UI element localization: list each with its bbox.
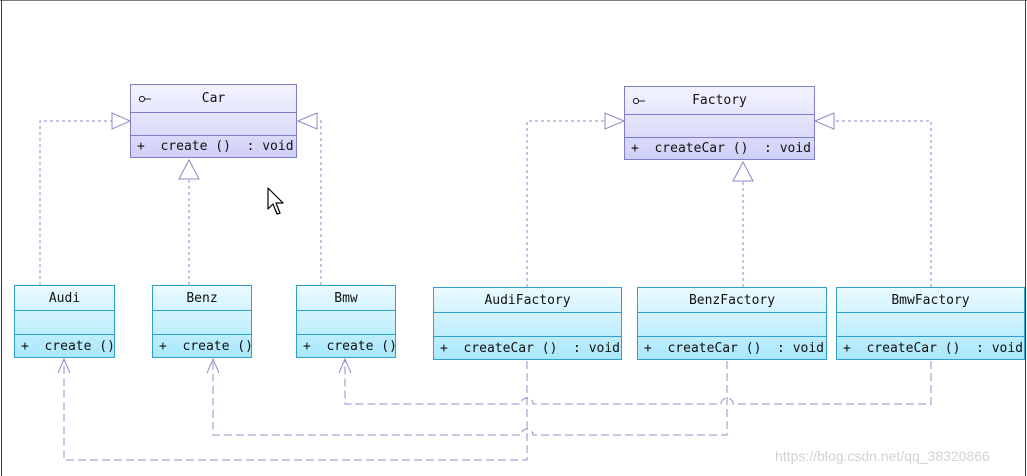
- audi-operation: + create (): [21, 338, 115, 354]
- realization-audifactory-factory: [526, 120, 605, 287]
- realization-bmwfactory-factory: [834, 120, 932, 287]
- dependency-audifactory-audi: [63, 359, 528, 461]
- realization-audi-car: [39, 120, 112, 285]
- watermark-text: https://blog.csdn.net/qq_38320866: [775, 448, 990, 464]
- bmw-class-name: Bmw: [334, 290, 358, 306]
- open-arrow-benz: [206, 357, 220, 374]
- interface-lollipop-icon: [138, 95, 151, 102]
- factory-operation: + createCar () : void: [631, 141, 812, 156]
- arrowhead-benzfactory-factory: [732, 160, 754, 182]
- factory-attributes-section: [625, 115, 814, 138]
- benzfactory-class-name: BenzFactory: [688, 292, 776, 308]
- dependency-bmwfactory-bmw: [344, 359, 932, 405]
- benz-class-name: Benz: [186, 290, 218, 306]
- bmwfactory-operation: + createCar () : void: [843, 340, 1024, 356]
- window-top-border: [0, 0, 1027, 1]
- bmw-operation: + create (): [303, 338, 397, 354]
- bmw-attributes-section: [297, 311, 395, 335]
- benzfactory-class-box[interactable]: BenzFactory + createCar () : void: [637, 287, 827, 360]
- arrowhead-benz-car: [178, 158, 200, 180]
- audifactory-attributes-section: [434, 313, 621, 337]
- car-attributes-section: [131, 113, 296, 136]
- benz-class-box[interactable]: Benz + create (): [152, 285, 253, 358]
- open-arrow-bmw: [338, 357, 352, 374]
- benz-attributes-section: [153, 311, 251, 335]
- car-interface-box[interactable]: Car + create () : void: [130, 84, 297, 158]
- dependency-arrowheads: [57, 357, 352, 374]
- audi-class-name: Audi: [48, 290, 81, 306]
- arrowhead-bmw-car: [296, 112, 318, 130]
- bmwfactory-class-box[interactable]: BmwFactory + createCar () : void: [836, 287, 1025, 360]
- factory-interface-name: Factory: [692, 93, 747, 108]
- audifactory-class-box[interactable]: AudiFactory + createCar () : void: [433, 287, 622, 360]
- realization-arrowheads: [111, 112, 835, 182]
- realization-bmw-car: [317, 120, 322, 285]
- bmwfactory-attributes-section: [837, 313, 1024, 337]
- audi-class-box[interactable]: Audi + create (): [14, 285, 115, 358]
- audifactory-operation: + createCar () : void: [440, 340, 621, 356]
- realization-arrows: [39, 120, 932, 287]
- car-interface-name: Car: [201, 91, 226, 106]
- open-arrow-audi: [57, 357, 71, 374]
- window-left-border: [1, 0, 2, 476]
- benzfactory-operation: + createCar () : void: [644, 340, 825, 356]
- benzfactory-attributes-section: [638, 313, 826, 337]
- factory-interface-box[interactable]: Factory + createCar () : void: [624, 86, 815, 160]
- arrowhead-bmwfactory-factory: [813, 112, 835, 130]
- dependency-benzfactory-benz: [212, 359, 728, 436]
- arrowhead-audi-car: [111, 112, 132, 130]
- interface-lollipop-icon: [632, 97, 645, 104]
- window-right-border: [1025, 0, 1026, 476]
- car-operation: + create () : void: [137, 139, 294, 154]
- dependency-lines: [63, 359, 932, 461]
- audifactory-class-name: AudiFactory: [484, 292, 571, 308]
- arrowhead-audifactory-factory: [604, 112, 626, 130]
- bmwfactory-class-name: BmwFactory: [891, 292, 970, 308]
- benz-operation: + create (): [159, 338, 253, 354]
- mouse-pointer-icon: [267, 187, 284, 215]
- bmw-class-box[interactable]: Bmw + create (): [296, 285, 397, 358]
- audi-attributes-section: [15, 311, 114, 335]
